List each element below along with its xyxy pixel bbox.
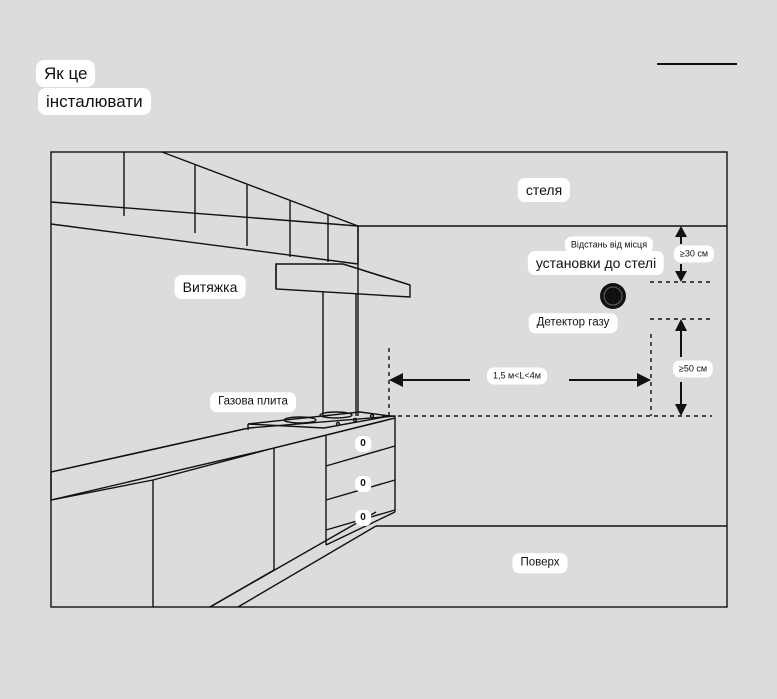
- min-stove-arrow: [675, 319, 687, 416]
- hood-label: Витяжка: [174, 275, 246, 299]
- min-ceiling-arrow: [675, 226, 687, 282]
- lower-cabinets: [50, 415, 396, 608]
- range-label: 1,5 м<L<4м: [487, 367, 547, 385]
- upper-cabinets: [50, 151, 359, 265]
- floor-diagonal: [237, 525, 377, 608]
- distance-label-line-2: установки до стелі: [527, 251, 665, 275]
- floor-label: Поверх: [512, 553, 568, 573]
- gas-detector-label: Детектор газу: [528, 313, 618, 333]
- min-stove-label: ≥50 см: [672, 360, 714, 378]
- range-arrow: [389, 373, 651, 387]
- gas-stove-label: Газова плита: [210, 392, 296, 412]
- distance-label-line-1: Відстань від місця: [564, 236, 654, 254]
- range-hood: [275, 263, 411, 416]
- stove-knob-3: 0: [355, 510, 371, 526]
- stove-knob-2: 0: [355, 476, 371, 492]
- ceiling-label: стеля: [517, 178, 571, 202]
- min-ceiling-label: ≥30 см: [673, 245, 715, 263]
- title-line-2: інсталювати: [38, 88, 151, 115]
- gas-stove-drawing: [247, 411, 391, 430]
- stove-knob-1: 0: [355, 436, 371, 452]
- title-line-1: Як це: [36, 60, 96, 87]
- room-frame: [50, 151, 728, 608]
